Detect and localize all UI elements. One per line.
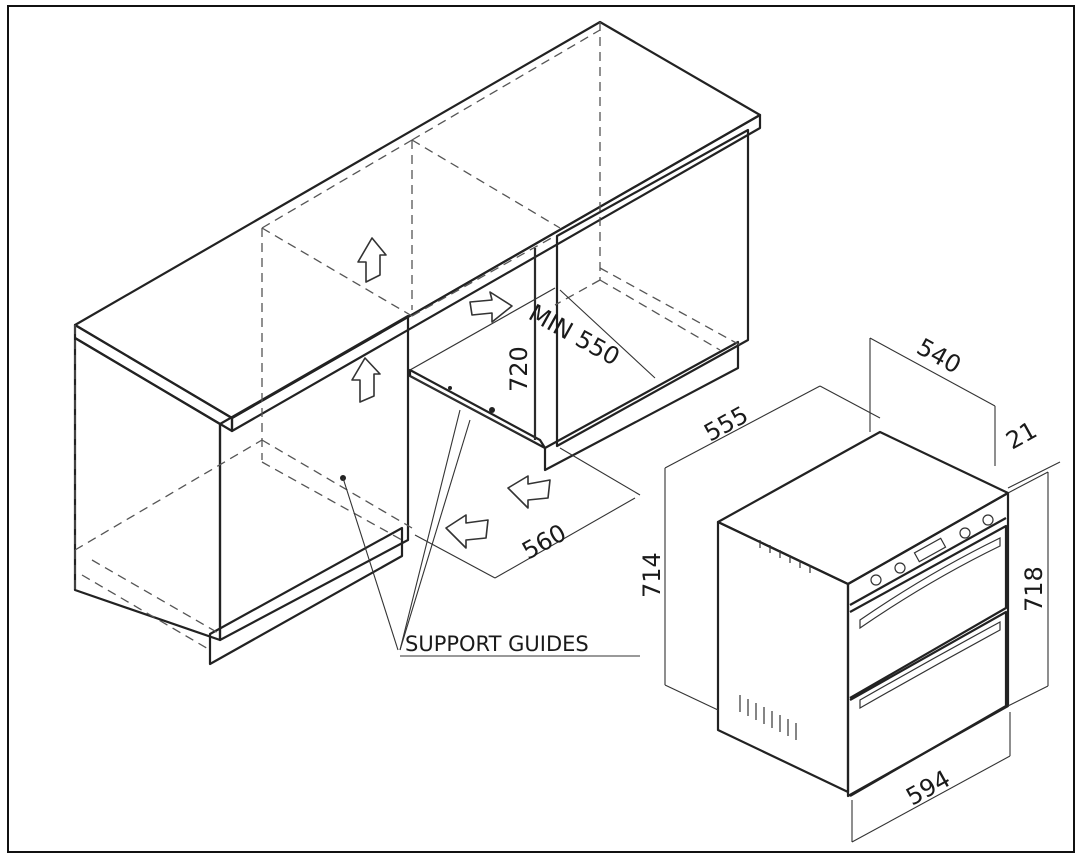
front-thickness-label: 21 — [1001, 416, 1041, 455]
up-arrow-icon — [351, 357, 381, 403]
oven-left-side — [716, 520, 850, 794]
kitchen-cabinet — [73, 20, 762, 666]
display-icon — [913, 537, 947, 563]
knob-icon — [894, 562, 906, 574]
oven-width-label: 594 — [901, 765, 955, 812]
countertop-top — [73, 20, 762, 420]
support-guide-marker — [489, 407, 495, 413]
support-guides-leaders — [342, 409, 640, 657]
knob-icon — [870, 574, 882, 586]
oven-front-height-label: 718 — [1020, 566, 1048, 612]
upper-door — [849, 524, 1008, 699]
left-plinth — [208, 526, 404, 666]
niche-shelf — [408, 368, 547, 450]
cabinet-dimension-lines — [414, 248, 656, 579]
cabinet-width-label: 560 — [517, 519, 571, 566]
left-arrow-icon — [507, 475, 551, 509]
oven-dimension-lines — [664, 337, 1061, 843]
hidden-lines — [74, 22, 741, 651]
lower-door-handle — [859, 620, 1001, 710]
countertop-left-edge — [73, 323, 234, 433]
lower-door — [849, 610, 1008, 797]
airflow-arrows — [351, 237, 551, 549]
page-frame — [7, 5, 1075, 853]
countertop-front-edge — [230, 113, 762, 433]
knob-icon — [959, 527, 971, 539]
oven-total-depth-label: 555 — [699, 401, 753, 448]
right-column-front — [555, 128, 750, 448]
oven-body-height-label: 714 — [638, 552, 666, 598]
oven-depth-label: 540 — [912, 333, 966, 380]
oven-side-vents — [739, 540, 811, 740]
left-arrow-icon — [445, 514, 489, 549]
support-guides-label: SUPPORT GUIDES — [405, 632, 589, 656]
right-arrow-icon — [469, 291, 513, 323]
right-plinth — [543, 340, 740, 472]
support-guide-marker — [448, 386, 452, 390]
oven-top — [716, 430, 1010, 586]
left-column-side — [73, 336, 222, 642]
cabinet-height-label: 720 — [505, 346, 533, 392]
upper-door-handle — [859, 537, 1001, 630]
knob-icon — [982, 514, 994, 526]
oven — [716, 430, 1010, 798]
up-arrow-icon — [357, 237, 387, 283]
